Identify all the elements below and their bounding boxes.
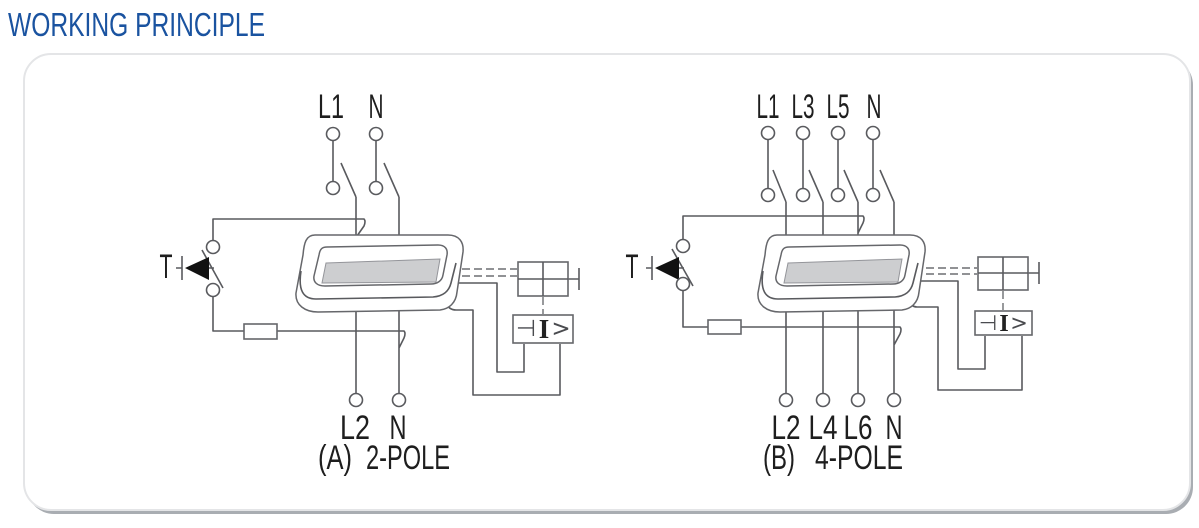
label-a-top-l1: L1 (318, 88, 344, 126)
terminals-b (675, 125, 902, 408)
caption-a-2pole: 2-POLE (366, 439, 450, 477)
relay-actuator-icon-a (517, 261, 569, 297)
current-transformer-core-icon-b (757, 234, 926, 313)
test-resistor-a (243, 323, 278, 340)
label-a-bottom-l2: L2 (340, 409, 370, 447)
greater-than-symbol-b: > (1010, 311, 1028, 335)
caption-index-b: (B) (763, 439, 795, 477)
left-tack-symbol-a: ⊣ (516, 316, 536, 342)
label-b-bottom-l4: L4 (809, 409, 838, 447)
test-label-b: T (626, 248, 639, 286)
relay-actuator-icon-b (977, 256, 1029, 291)
label-b-bottom-l6: L6 (844, 409, 873, 447)
mechanical-linkage-dashed-b (926, 267, 1004, 310)
label-b-top-l3: L3 (792, 88, 815, 126)
test-button-icon-b (646, 248, 694, 287)
test-button-icon-a (176, 249, 224, 289)
left-tack-symbol-b: ⊣ (979, 311, 997, 335)
test-label-a: T (160, 248, 173, 286)
section-title: WORKING PRINCIPLE (8, 6, 265, 43)
current-symbol-a: I (539, 314, 550, 344)
label-a-top-n: N (369, 88, 384, 126)
caption-b-4pole: 4-POLE (815, 439, 903, 477)
current-transformer-core-icon-a (295, 234, 464, 313)
label-b-bottom-n: N (886, 409, 903, 447)
label-b-top-l5: L5 (827, 88, 850, 126)
label-a-bottom-n: N (390, 409, 407, 447)
diagram-4pole: ⊣ I > L1 L3 L5 N L2 L4 L6 N (B) 4-POLE T (626, 88, 1040, 477)
current-symbol-b: I (999, 311, 1008, 337)
residual-current-release-box-b: ⊣ I > (974, 310, 1033, 337)
test-resistor-b (707, 319, 742, 335)
greater-than-symbol-a: > (551, 316, 570, 342)
caption-index-a: (A) (318, 439, 352, 477)
label-b-bottom-l2: L2 (772, 409, 801, 447)
terminals-a (205, 126, 407, 408)
label-b-top-n: N (867, 88, 882, 126)
diagram-2pole: ⊣ I > L1 N L2 N (A) 2-POLE T (160, 88, 580, 477)
label-b-top-l1: L1 (757, 88, 780, 126)
residual-current-release-box-a: ⊣ I > (512, 314, 574, 344)
mechanical-linkage-dashed-a (462, 268, 544, 314)
